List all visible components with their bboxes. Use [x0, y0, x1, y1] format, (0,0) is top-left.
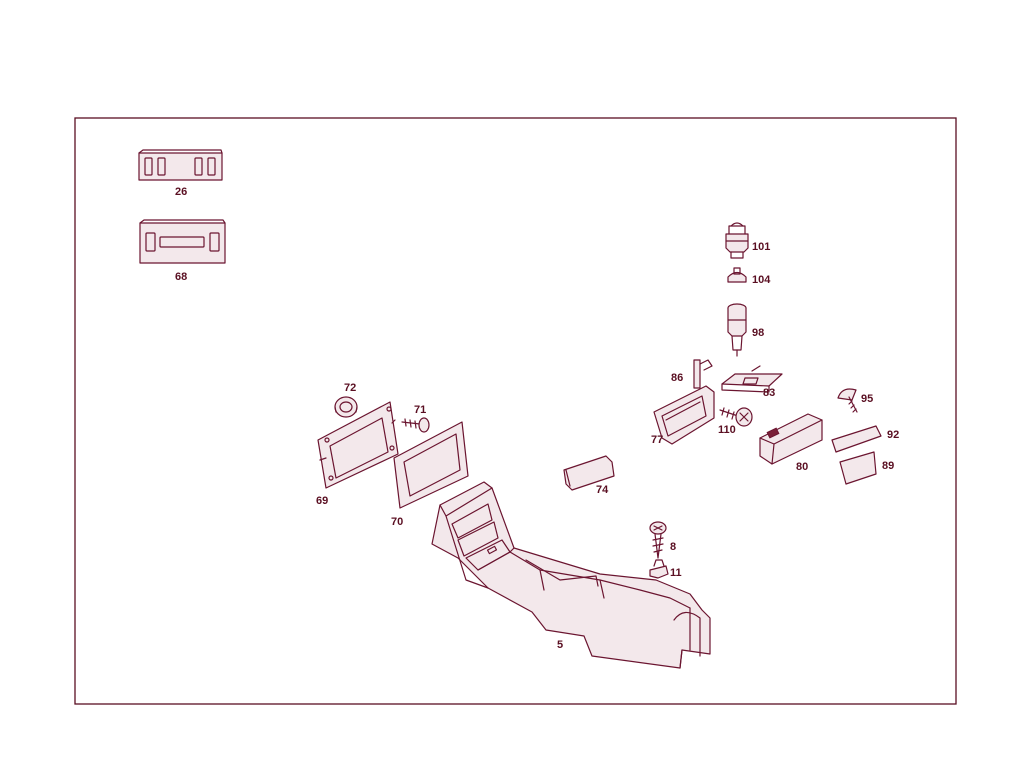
part-70-blanking-plate[interactable] — [393, 421, 469, 509]
part-68-cover-plate[interactable] — [139, 219, 226, 264]
label-74: 74 — [596, 484, 609, 496]
part-110-screw[interactable] — [719, 407, 753, 427]
label-77: 77 — [651, 434, 663, 446]
part-11-clip-nut[interactable] — [649, 559, 669, 579]
label-5: 5 — [557, 639, 563, 651]
label-98: 98 — [752, 327, 764, 339]
part-92-trim-strip[interactable] — [831, 425, 882, 453]
label-80: 80 — [796, 461, 808, 473]
label-104: 104 — [752, 274, 771, 286]
part-72-grommet[interactable] — [334, 396, 358, 418]
part-89-insert-plate[interactable] — [839, 451, 877, 485]
part-83-mounting-plate[interactable] — [721, 365, 783, 393]
part-95-screw[interactable] — [837, 388, 858, 413]
label-26: 26 — [175, 186, 187, 198]
label-83: 83 — [763, 387, 775, 399]
part-80-ashtray-insert[interactable] — [759, 413, 823, 465]
part-5-center-console[interactable] — [431, 481, 711, 669]
part-8-screw[interactable] — [649, 521, 667, 559]
label-8: 8 — [670, 541, 676, 553]
part-104-nut[interactable] — [727, 267, 747, 283]
label-101: 101 — [752, 241, 770, 253]
label-95: 95 — [861, 393, 873, 405]
label-72: 72 — [344, 382, 356, 394]
part-74-compartment-lid[interactable] — [563, 455, 615, 491]
diagram-frame — [74, 117, 957, 705]
label-68: 68 — [175, 271, 187, 283]
part-69-radio-frame[interactable] — [317, 401, 399, 489]
part-98-lighter-socket[interactable] — [727, 303, 747, 357]
label-86: 86 — [671, 372, 683, 384]
part-101-lighter-element[interactable] — [725, 222, 749, 259]
label-110: 110 — [718, 424, 736, 436]
label-70: 70 — [391, 516, 403, 528]
part-71-screw[interactable] — [401, 417, 430, 433]
part-77-ashtray-housing[interactable] — [653, 385, 715, 445]
label-11: 11 — [670, 567, 682, 579]
part-86-bracket[interactable] — [693, 359, 713, 389]
part-26-switch-cover[interactable] — [138, 149, 223, 181]
label-92: 92 — [887, 429, 899, 441]
label-89: 89 — [882, 460, 894, 472]
label-69: 69 — [316, 495, 328, 507]
label-71: 71 — [414, 404, 426, 416]
